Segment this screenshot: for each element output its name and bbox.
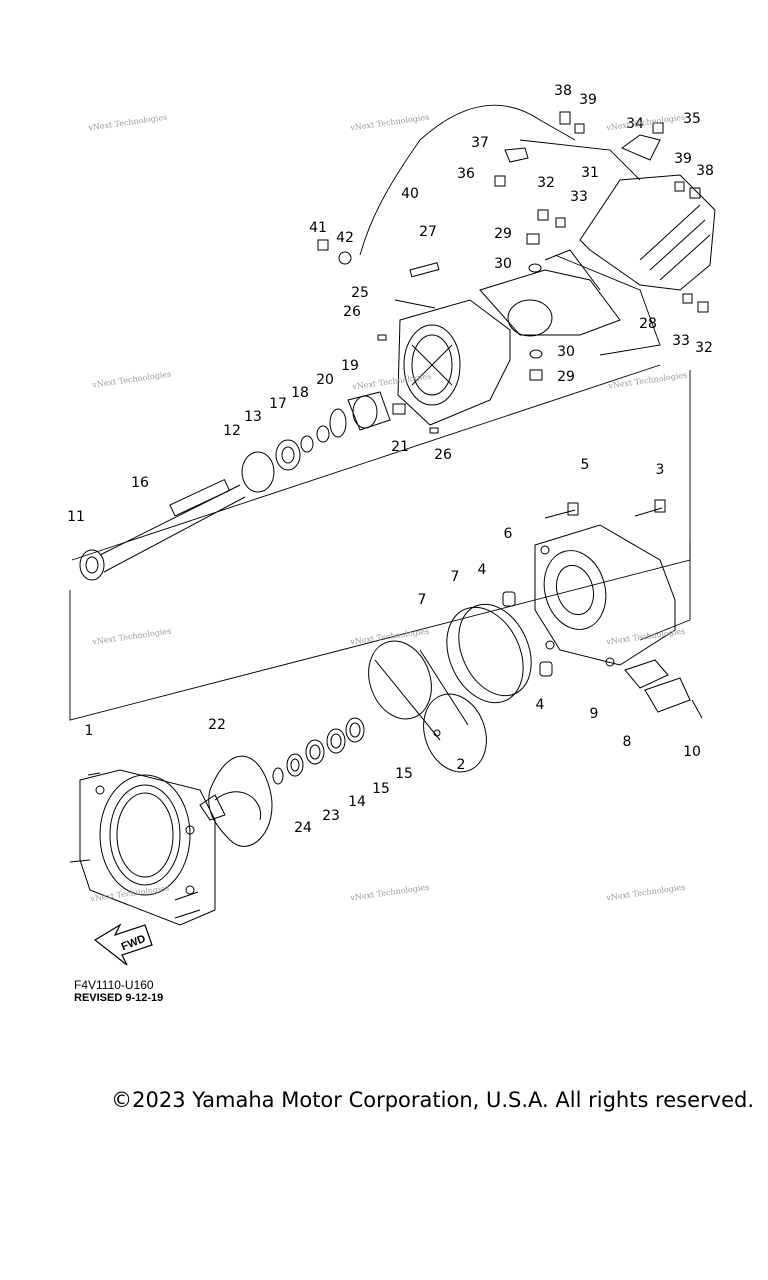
parts-8-9-10 xyxy=(624,659,703,719)
parts-29-30 xyxy=(526,233,543,381)
callout-24[interactable]: 24 xyxy=(294,820,312,836)
shaft-group xyxy=(79,425,330,581)
figure-code: F4V1110-U160 xyxy=(74,978,154,992)
callout-25[interactable]: 25 xyxy=(351,285,369,301)
callout-22[interactable]: 22 xyxy=(208,717,226,733)
callout-16[interactable]: 16 xyxy=(131,475,149,491)
callout-35[interactable]: 35 xyxy=(683,111,701,127)
callout-6[interactable]: 6 xyxy=(503,526,513,542)
callout-12[interactable]: 12 xyxy=(223,423,241,439)
part-4-collar-upper xyxy=(502,591,516,607)
callout-7-a[interactable]: 7 xyxy=(450,569,460,585)
part-26-pin-upper xyxy=(377,334,387,341)
callout-40[interactable]: 40 xyxy=(401,186,419,202)
callout-36[interactable]: 36 xyxy=(457,166,475,182)
callout-27[interactable]: 27 xyxy=(419,224,437,240)
seal-washers xyxy=(272,717,365,785)
callout-14[interactable]: 14 xyxy=(348,794,366,810)
assembly-lines xyxy=(69,104,691,721)
callout-30-lower[interactable]: 30 xyxy=(557,344,575,360)
callout-9[interactable]: 9 xyxy=(589,706,599,722)
part-25-nozzle-housing xyxy=(397,299,511,426)
callout-21[interactable]: 21 xyxy=(391,439,409,455)
callout-18[interactable]: 18 xyxy=(291,385,309,401)
bolts-3-5 xyxy=(544,499,666,519)
callout-29-upper[interactable]: 29 xyxy=(494,226,512,242)
copyright-text: ©2023 Yamaha Motor Corporation, U.S.A. A… xyxy=(111,1088,754,1112)
fwd-arrow-icon xyxy=(93,923,153,966)
callout-4-upper[interactable]: 4 xyxy=(477,562,487,578)
parts-19-20-21 xyxy=(329,391,406,438)
callout-8[interactable]: 8 xyxy=(622,734,632,750)
callout-30-upper[interactable]: 30 xyxy=(494,256,512,272)
callout-5[interactable]: 5 xyxy=(580,457,590,473)
callout-29-lower[interactable]: 29 xyxy=(557,369,575,385)
callout-37[interactable]: 37 xyxy=(471,135,489,151)
callout-19[interactable]: 19 xyxy=(341,358,359,374)
callout-10[interactable]: 10 xyxy=(683,744,701,760)
callout-20[interactable]: 20 xyxy=(316,372,334,388)
callout-3[interactable]: 3 xyxy=(655,462,665,478)
callout-33-lower[interactable]: 33 xyxy=(672,333,690,349)
callout-26-upper[interactable]: 26 xyxy=(343,304,361,320)
figure-code-block: F4V1110-U160 REVISED 9-12-19 xyxy=(74,979,163,1005)
callout-32-lower[interactable]: 32 xyxy=(695,340,713,356)
callout-33-upper[interactable]: 33 xyxy=(570,189,588,205)
callout-34[interactable]: 34 xyxy=(626,116,644,132)
callout-7-b[interactable]: 7 xyxy=(417,592,427,608)
callout-38-lower[interactable]: 38 xyxy=(696,163,714,179)
callout-23[interactable]: 23 xyxy=(322,808,340,824)
part-4-collar-lower xyxy=(539,661,553,677)
callout-15-a[interactable]: 15 xyxy=(395,766,413,782)
callout-28[interactable]: 28 xyxy=(639,316,657,332)
part-7-o-rings xyxy=(446,603,532,704)
part-26-pin-lower xyxy=(429,427,439,434)
callout-1[interactable]: 1 xyxy=(84,723,94,739)
part-6-pump-casing xyxy=(534,524,676,667)
part-31-reverse-gate xyxy=(579,174,716,291)
part-22-impeller xyxy=(199,755,273,847)
part-1-housing-plate xyxy=(69,769,216,926)
callout-11[interactable]: 11 xyxy=(67,509,85,525)
jet-pump-parts-diagram xyxy=(69,104,716,966)
callout-41[interactable]: 41 xyxy=(309,220,327,236)
part-28-steering-nozzle xyxy=(479,249,621,337)
callout-32-upper[interactable]: 32 xyxy=(537,175,555,191)
part-2-liner xyxy=(368,640,487,773)
callout-39-upper[interactable]: 39 xyxy=(579,92,597,108)
callout-15-b[interactable]: 15 xyxy=(372,781,390,797)
callout-38-upper[interactable]: 38 xyxy=(554,83,572,99)
callout-31[interactable]: 31 xyxy=(581,165,599,181)
callout-42[interactable]: 42 xyxy=(336,230,354,246)
callout-39-lower[interactable]: 39 xyxy=(674,151,692,167)
callout-4-lower[interactable]: 4 xyxy=(535,697,545,713)
callout-13[interactable]: 13 xyxy=(244,409,262,425)
callout-17[interactable]: 17 xyxy=(269,396,287,412)
callout-2[interactable]: 2 xyxy=(456,757,466,773)
revised-date: REVISED 9-12-19 xyxy=(74,992,164,1004)
callout-26-lower[interactable]: 26 xyxy=(434,447,452,463)
small-fasteners xyxy=(317,111,709,313)
